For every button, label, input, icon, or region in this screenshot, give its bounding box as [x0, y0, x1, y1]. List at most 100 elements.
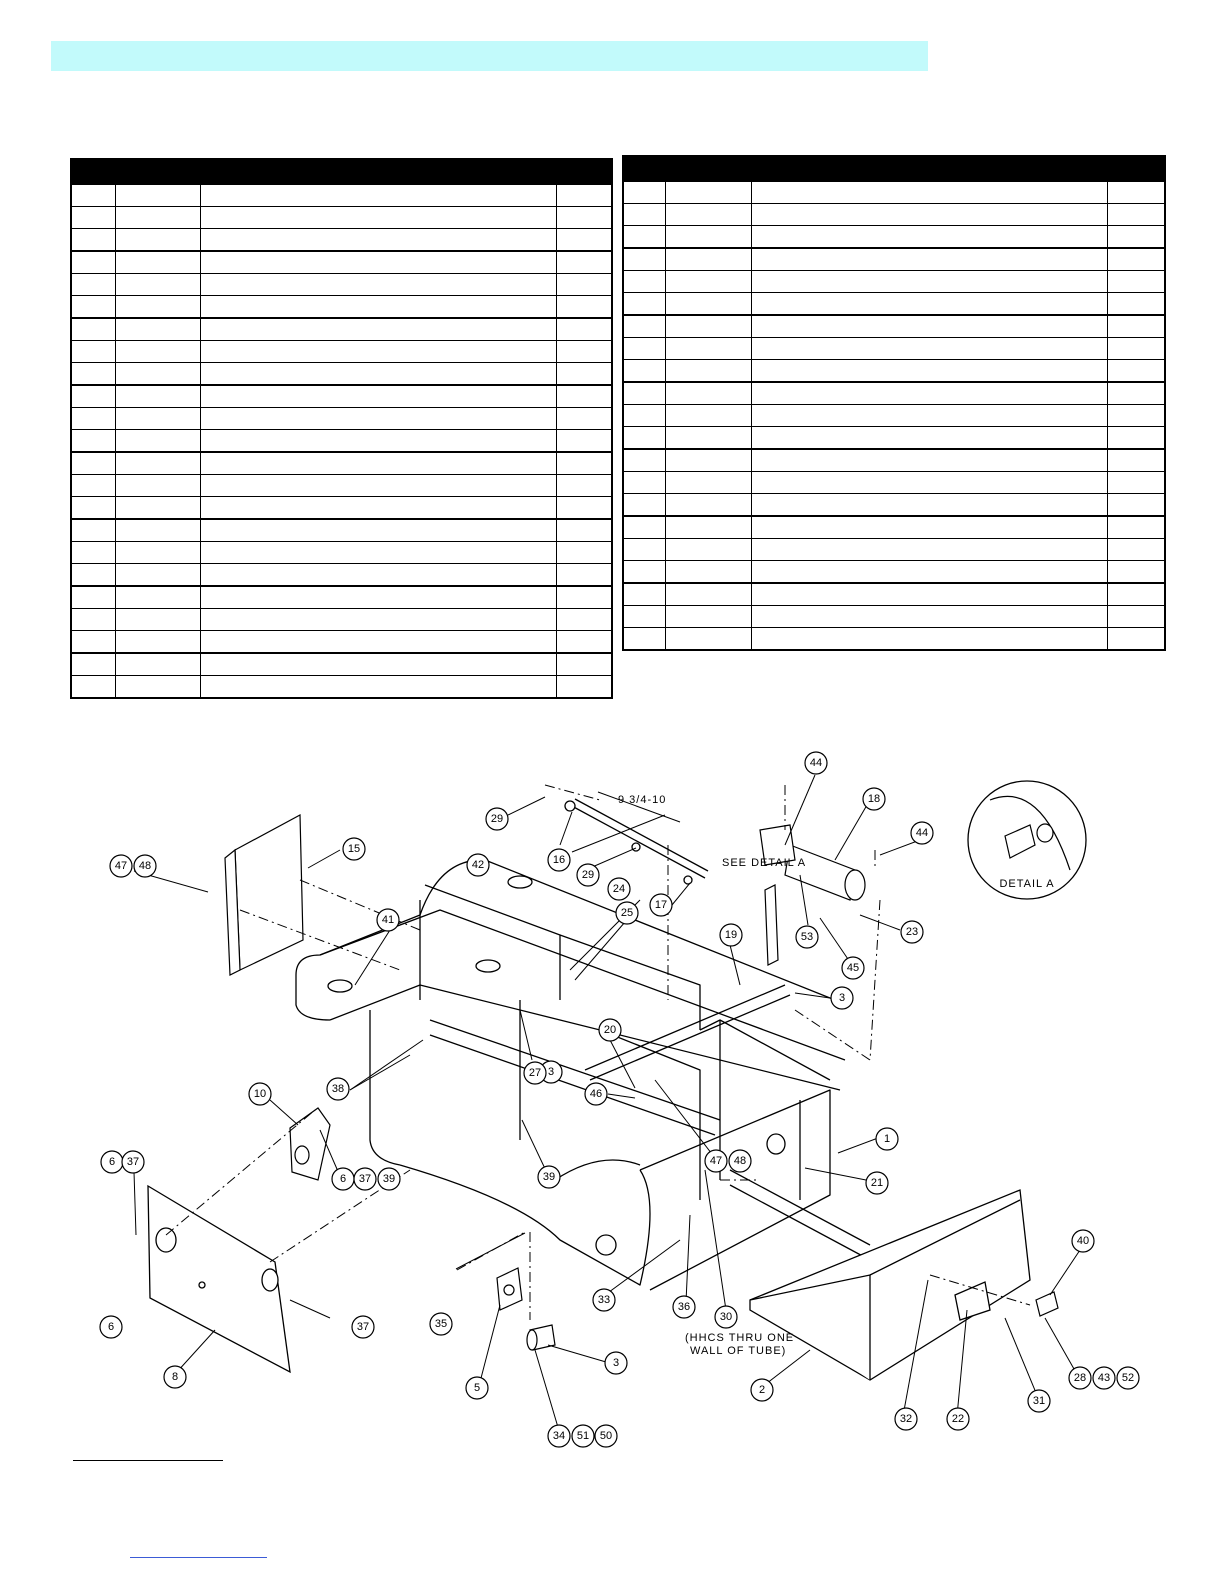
table-row — [70, 541, 612, 564]
table-cell — [70, 384, 115, 408]
callout-circle — [672, 1295, 696, 1319]
callout-bubble: 5 — [465, 1376, 489, 1400]
callout-circle — [537, 1165, 561, 1189]
callout-circle — [109, 854, 133, 878]
callout-bubble: 50 — [594, 1424, 618, 1448]
callout-label: 24 — [613, 883, 625, 895]
table-cell — [622, 538, 665, 561]
callout-label: 37 — [359, 1173, 371, 1185]
table-cell — [622, 515, 665, 539]
table-cell — [1106, 426, 1165, 449]
table-cell — [1106, 203, 1165, 226]
callout-label: 22 — [952, 1413, 964, 1425]
table-cell — [750, 515, 1107, 539]
table-cell — [664, 627, 751, 650]
callout-label: 37 — [127, 1156, 139, 1168]
table-row — [70, 317, 612, 341]
callout-label: 40 — [1077, 1235, 1089, 1247]
table-row — [622, 270, 1165, 293]
table-cell — [555, 541, 612, 564]
table-row — [70, 250, 612, 274]
table-cell — [114, 675, 200, 698]
callout-bubble: 52 — [1116, 1366, 1140, 1390]
table-cell — [70, 429, 115, 452]
callout-label: 51 — [577, 1430, 589, 1442]
table-cell — [664, 270, 751, 293]
table-cell — [114, 317, 200, 341]
table-cell — [70, 518, 115, 542]
table-row — [70, 652, 612, 676]
table-cell — [622, 337, 665, 360]
table-cell — [664, 605, 751, 628]
table-cell — [70, 585, 115, 609]
table-cell — [750, 560, 1107, 583]
table-cell — [622, 247, 665, 271]
table-cell — [555, 563, 612, 586]
callout-circle — [547, 848, 571, 872]
callout-label: 28 — [1074, 1372, 1086, 1384]
callout-label: 48 — [734, 1155, 746, 1167]
callout-label: 20 — [604, 1024, 616, 1036]
callout-bubble: 41 — [376, 908, 400, 932]
callout-label: 46 — [590, 1088, 602, 1100]
callout-bubble: 27 — [523, 1061, 547, 1085]
frame-outline — [295, 859, 871, 1291]
table-cell — [70, 563, 115, 586]
exploded-assembly-drawing: DETAIL A 9 3/4-10 SEE DETAIL A (HHCS THR… — [99, 751, 1140, 1448]
callout-circle — [714, 1305, 738, 1329]
bracket-10 — [289, 1107, 331, 1181]
callout-label: 1 — [884, 1133, 890, 1145]
table-cell — [664, 314, 751, 338]
table-cell — [199, 541, 556, 564]
callout-bubble: 31 — [1027, 1389, 1051, 1413]
table-row — [622, 225, 1165, 248]
table-row — [70, 295, 612, 318]
callout-bubble: 1 — [875, 1127, 899, 1151]
table-cell — [70, 317, 115, 341]
callout-circle — [576, 863, 600, 887]
table-cell — [199, 206, 556, 229]
callout-label: 42 — [472, 859, 484, 871]
callout-circle — [750, 1378, 774, 1402]
table-row — [622, 381, 1165, 405]
table-cell — [199, 474, 556, 497]
callout-circle — [795, 925, 819, 949]
callout-bubble: 44 — [804, 751, 828, 775]
callout-label: 43 — [1098, 1372, 1110, 1384]
table-cell — [199, 608, 556, 631]
callout-circle — [900, 920, 924, 944]
table-row — [70, 429, 612, 452]
callout-bubble: 20 — [598, 1018, 622, 1042]
table-row — [622, 493, 1165, 516]
table-cell — [750, 426, 1107, 449]
table-row — [622, 314, 1165, 338]
callout-circle — [429, 1312, 453, 1336]
callout-bubble: 8 — [163, 1365, 187, 1389]
table-row — [622, 448, 1165, 472]
table-cell — [750, 292, 1107, 315]
table-row — [70, 340, 612, 363]
table-cell — [664, 292, 751, 315]
table-cell — [622, 560, 665, 583]
callout-bubble: 29 — [576, 863, 600, 887]
detail-a-view: DETAIL A — [967, 780, 1087, 900]
table-cell — [70, 407, 115, 430]
table-cell — [70, 184, 115, 207]
callout-circle — [466, 853, 490, 877]
table-row — [622, 627, 1165, 650]
callout-circle — [485, 807, 509, 831]
callout-bubble: 10 — [248, 1082, 272, 1106]
callout-bubble: 45 — [841, 956, 865, 980]
table-cell — [114, 362, 200, 385]
table-cell — [114, 474, 200, 497]
table-cell — [70, 496, 115, 519]
table-cell — [555, 340, 612, 363]
table-cell — [750, 225, 1107, 248]
table-cell — [664, 515, 751, 539]
table-cell — [622, 582, 665, 606]
callout-circle — [465, 1376, 489, 1400]
callout-bubble: 3 — [604, 1351, 628, 1375]
callout-circle — [719, 923, 743, 947]
callout-circle — [1027, 1389, 1051, 1413]
header-banner — [51, 41, 928, 71]
